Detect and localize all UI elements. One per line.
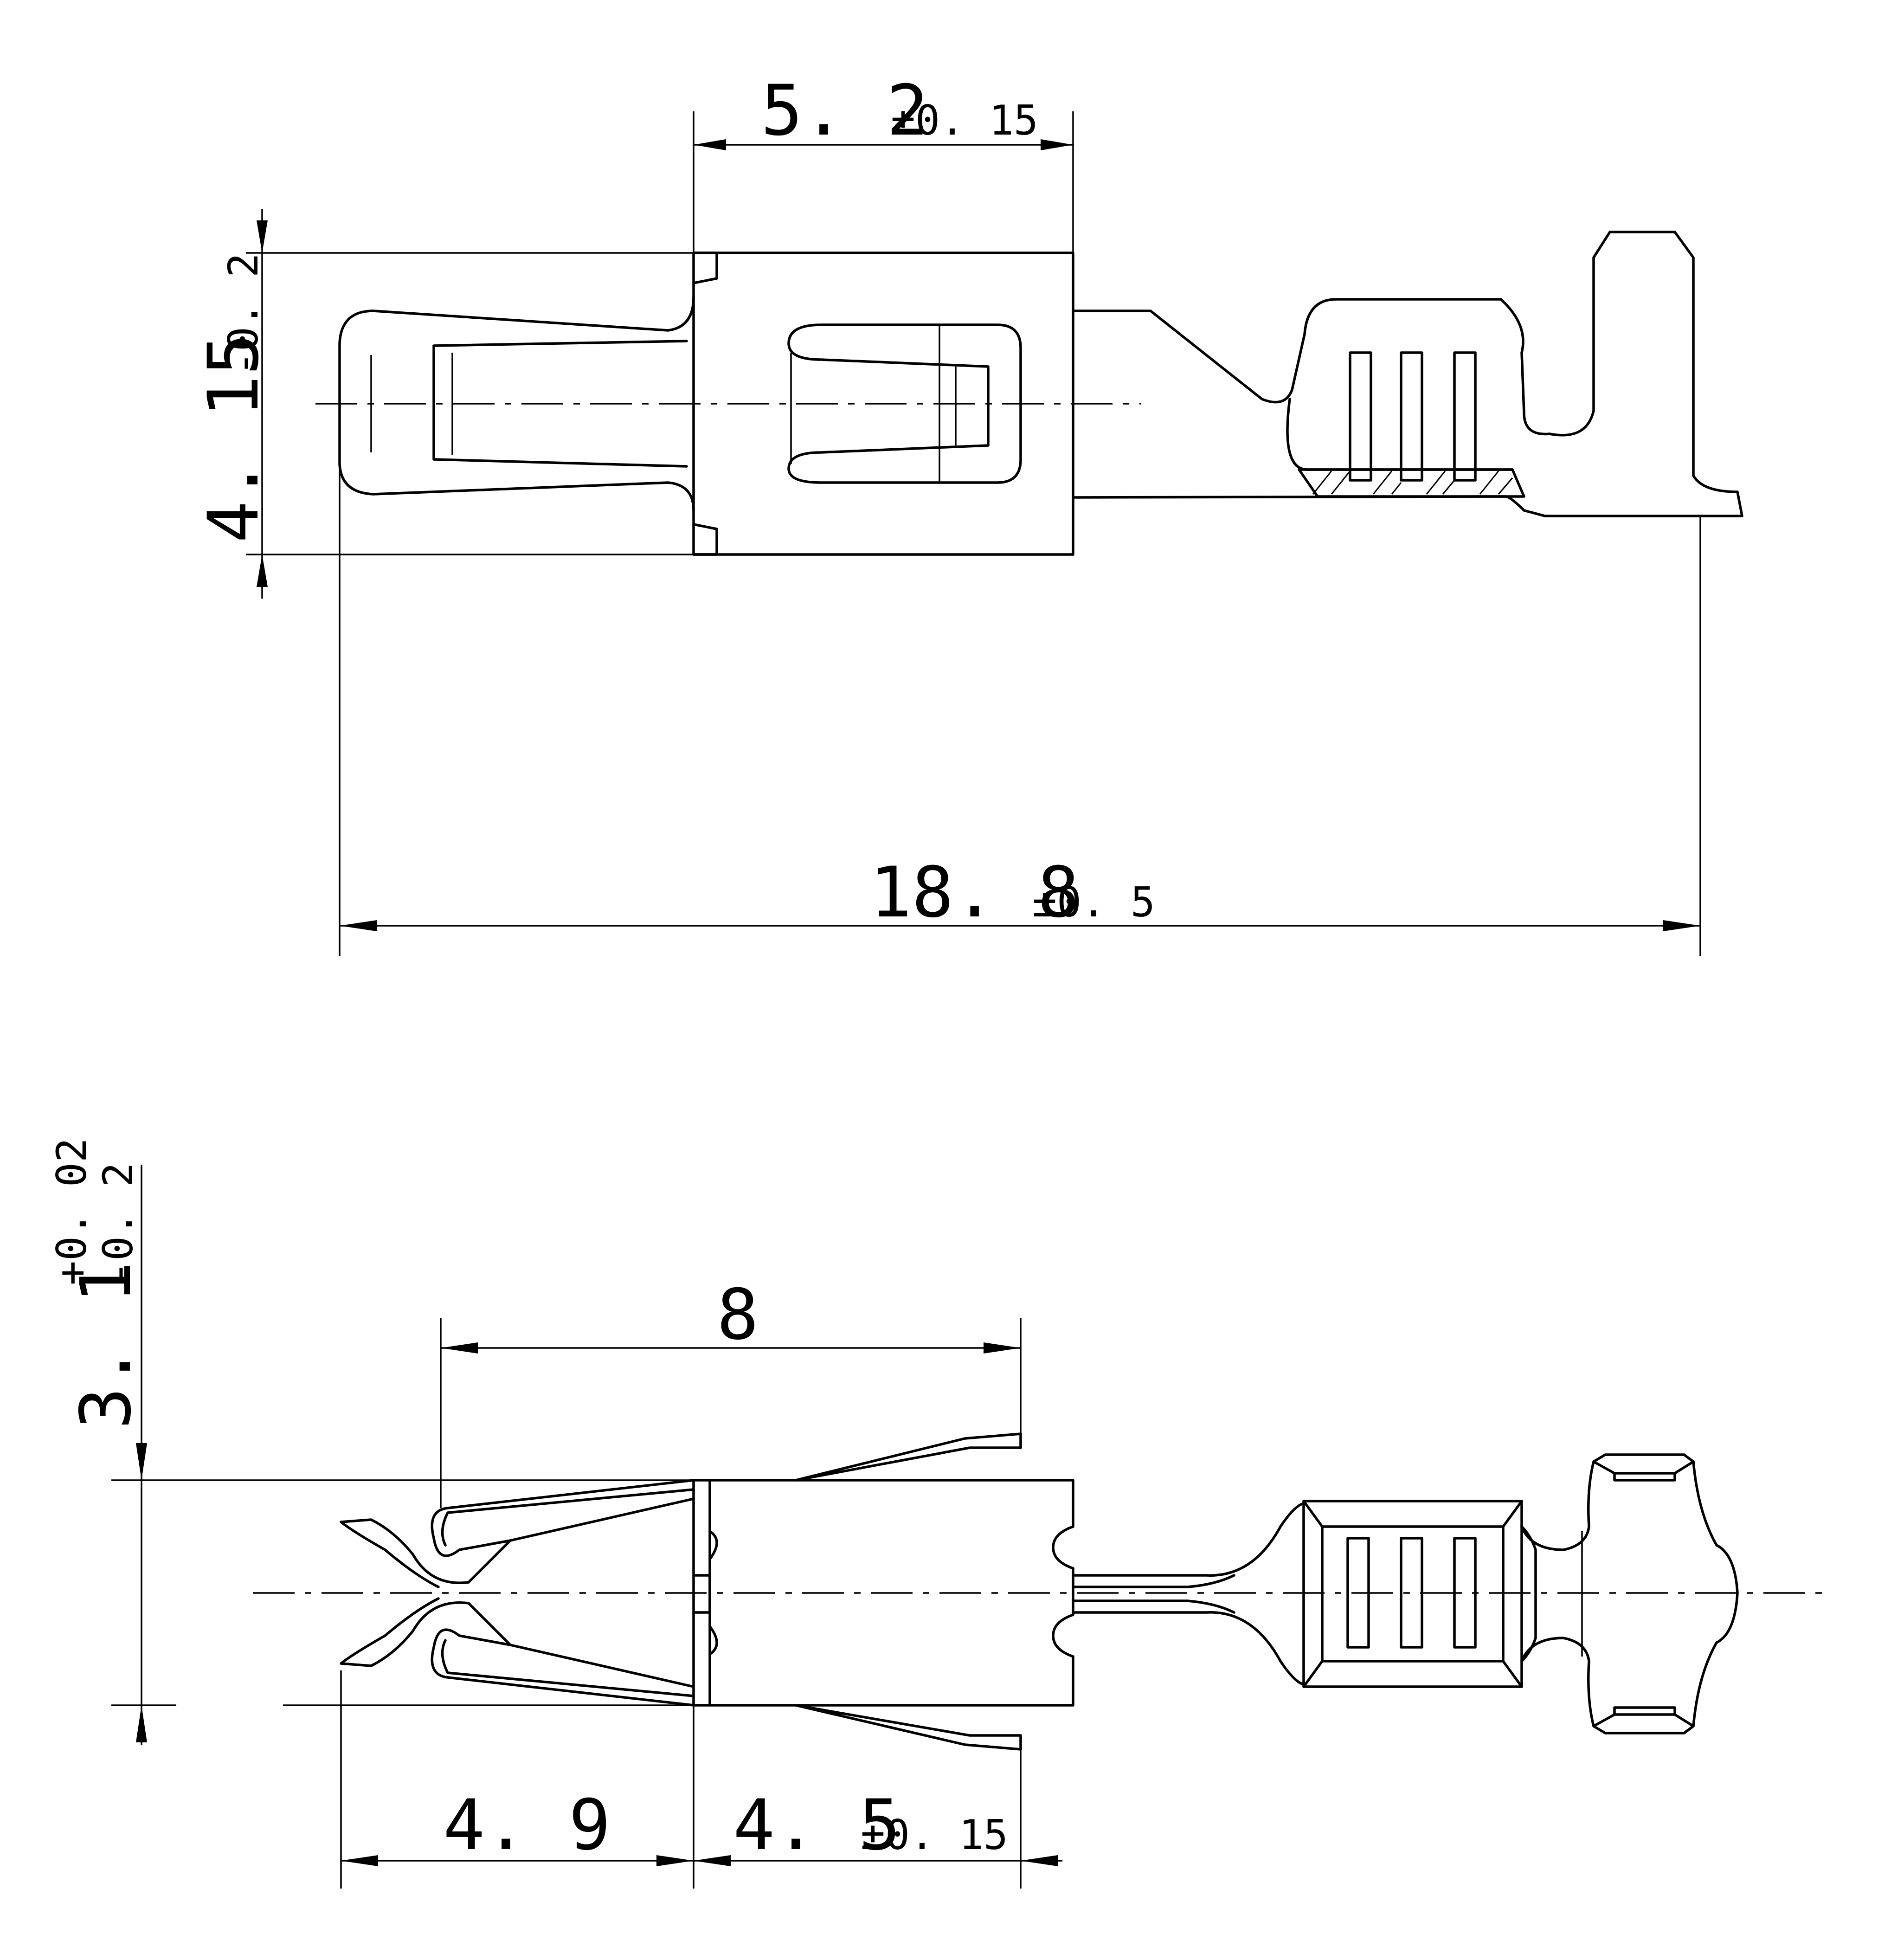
bottom-entry-tip-upper (340, 1518, 512, 1588)
top-dim-body: 5. 2 ±0. 15 (693, 71, 1074, 253)
bottom-dim-box-tol: ±0. 15 (861, 1811, 1008, 1859)
top-dim-length-value: 18. 8 (870, 852, 1080, 933)
bottom-neck (1072, 1502, 1305, 1686)
top-serration-1 (1349, 351, 1372, 482)
top-view: 5. 2 ±0. 15 4. 15 -0. 2 18. 8 ±0. 5 (193, 71, 1743, 956)
bottom-dim-spring-value: 8 (717, 1275, 759, 1355)
bottom-wire-crimp-inner (1302, 1500, 1523, 1688)
top-dim-height-value: 4. 15 (193, 333, 274, 543)
bottom-insulation-edge (1520, 1525, 1537, 1663)
top-dim-length-tol: ±0. 5 (1032, 878, 1155, 926)
top-dim-body-value: 5. 2 (761, 71, 928, 151)
bottom-dim-box: 4. 5 ±0. 15 (694, 1735, 1062, 1889)
top-contact-box (692, 251, 1074, 556)
bottom-insulation-crimp-inner (1592, 1460, 1695, 1728)
top-dim-length: 18. 8 ±0. 5 (339, 464, 1701, 956)
bottom-insulation-crimp (1520, 1453, 1739, 1734)
bottom-inner-spring-lower (431, 1628, 695, 1707)
top-dim-height-tol: -0. 2 (219, 253, 267, 376)
top-box-notch-lower (692, 523, 718, 556)
bottom-dim-spring: 8 (440, 1275, 1022, 1508)
top-serration-2 (1400, 351, 1423, 482)
top-box-notch-upper (692, 251, 718, 284)
bottom-inner-spring-upper (431, 1479, 695, 1557)
bottom-dim-width-tol-minus: -0. 2 (94, 1162, 142, 1285)
bottom-dim-width-tol-plus: +0. 02 (48, 1138, 96, 1285)
bottom-view: 8 3. 1 +0. 02 -0. 2 4. 9 (48, 1138, 1823, 1889)
bottom-dim-tip-value: 4. 9 (443, 1785, 611, 1866)
bottom-serration-1 (1346, 1537, 1370, 1649)
top-dim-height: 4. 15 -0. 2 (193, 209, 694, 599)
bottom-box-notches (692, 1530, 718, 1656)
top-box-window (787, 323, 1022, 484)
bottom-dim-width-value: 3. 1 (66, 1262, 147, 1429)
bottom-wire-crimp (1302, 1500, 1523, 1688)
bottom-serration-3 (1453, 1537, 1477, 1649)
bottom-serration-2 (1400, 1537, 1423, 1649)
bottom-entry-tip-lower (340, 1597, 512, 1667)
top-entry-spring (338, 296, 695, 512)
bottom-outer-spring-lower (794, 1704, 1022, 1751)
top-hatch-section (1298, 468, 1525, 498)
top-entry-slot (432, 340, 688, 468)
bottom-contact-box (692, 1479, 1074, 1707)
top-crimp-body (1072, 231, 1743, 517)
top-dim-body-tol: ±0. 15 (891, 97, 1038, 144)
bottom-outer-spring-upper (794, 1432, 1022, 1482)
top-serration-3 (1453, 351, 1477, 482)
bottom-dim-box-value: 4. 5 (733, 1785, 900, 1866)
bottom-dim-tip: 4. 9 (340, 1670, 695, 1889)
bottom-dim-width: 3. 1 +0. 02 -0. 2 (48, 1138, 694, 1745)
